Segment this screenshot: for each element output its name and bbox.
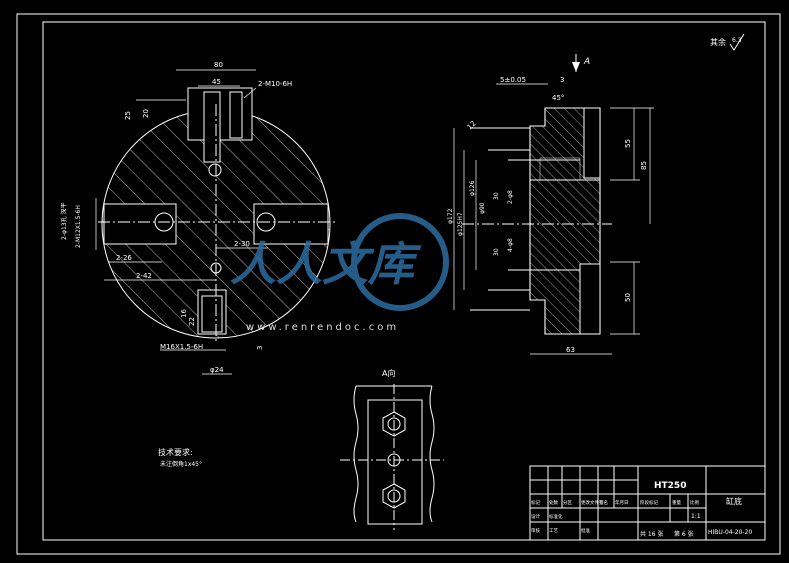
sheet-no-text: 第 6 张 bbox=[674, 530, 694, 538]
sheet-total-text: 共 16 张 bbox=[640, 530, 663, 538]
title-cell: 批准 bbox=[581, 527, 590, 534]
outer-border bbox=[16, 13, 781, 555]
dim-45deg: 45° bbox=[552, 94, 564, 102]
dim-45: 45 bbox=[212, 78, 221, 86]
title-cell: 标记 bbox=[531, 499, 540, 506]
material-text: HT250 bbox=[654, 481, 686, 491]
watermark-text: 人人文库 bbox=[230, 237, 422, 291]
title-block: HT250 缸底 HIBU-04-20-20 1:1 共 16 张 第 6 张 … bbox=[529, 465, 766, 541]
dim-phi-b: φ125H7 bbox=[457, 212, 464, 236]
title-cell: 签名 bbox=[599, 499, 608, 506]
dim-12: 12 bbox=[466, 119, 478, 131]
watermark: 人人文库 www.renrendoc.com bbox=[230, 213, 449, 333]
right-view: 55 85 50 63 5±0.05 3 12 45° φ172 φ125H7 … bbox=[447, 54, 654, 355]
dim-top-offset: 5±0.05 bbox=[500, 76, 526, 84]
scale-text: 1:1 bbox=[691, 513, 701, 520]
tech-req-title: 技术要求: bbox=[158, 447, 193, 457]
title-cell: 处数 bbox=[549, 499, 558, 506]
dim-22: 22 bbox=[188, 317, 196, 326]
dim-bottom-thread: M16X1.5-6H bbox=[160, 343, 203, 351]
dim-30b: 30 bbox=[493, 248, 500, 256]
part-name-text: 缸底 bbox=[726, 496, 742, 506]
dim-phi-a: φ172 bbox=[447, 208, 454, 224]
roughness-icon bbox=[729, 33, 745, 51]
roughness-note: 其余 bbox=[710, 37, 726, 47]
dim-phi-c: φ90 bbox=[479, 202, 486, 214]
dim-phi-d: φ126 bbox=[469, 180, 476, 196]
dim-4-phi8: 4-φ8 bbox=[507, 238, 514, 252]
dim-63: 63 bbox=[566, 346, 575, 354]
dim-2-26: 2-26 bbox=[116, 254, 132, 262]
title-cell: 标准化 bbox=[549, 513, 563, 520]
title-cell: 年月日 bbox=[615, 499, 629, 506]
dim-3-right: 3 bbox=[560, 76, 564, 84]
title-cell: 阶段标记 bbox=[640, 499, 658, 506]
dim-85: 85 bbox=[640, 161, 648, 170]
dim-50: 50 bbox=[624, 293, 632, 302]
title-cell: 重量 bbox=[672, 499, 681, 506]
title-cell: 审核 bbox=[531, 527, 540, 534]
drawing-no-text: HIBU-04-20-20 bbox=[708, 529, 752, 536]
dim-2-42: 2-42 bbox=[136, 272, 152, 280]
dim-phi24: φ24 bbox=[210, 366, 224, 374]
left-view: 80 45 2-M10-6H 25 20 2-φ13孔 深平 2-M12X1.5… bbox=[60, 61, 336, 375]
dim-20: 20 bbox=[142, 109, 150, 118]
watermark-url: www.renrendoc.com bbox=[246, 322, 399, 333]
title-cell: 比例 bbox=[690, 499, 699, 506]
dim-16: 16 bbox=[180, 309, 188, 318]
dim-25: 25 bbox=[124, 111, 132, 120]
section-label-a: A bbox=[583, 57, 590, 67]
roughness-value: 6.3 bbox=[732, 37, 742, 44]
title-cell: 更改文件号 bbox=[581, 499, 604, 506]
title-cell: 设计 bbox=[531, 513, 540, 520]
dim-top-80: 80 bbox=[214, 61, 223, 69]
dim-3: 3 bbox=[256, 346, 264, 350]
title-block-cells: 标记 处数分区 更改文件号签名年月日设计 标准化 阶段标记 重量 比例审核 工艺 批准 bbox=[531, 499, 699, 534]
dim-55: 55 bbox=[624, 139, 632, 148]
title-cell: 分区 bbox=[563, 499, 572, 506]
dim-left-group: 2-φ13孔 深平 bbox=[60, 203, 68, 240]
dim-2-30: 2-30 bbox=[234, 240, 250, 248]
dim-2-phi8: 2-φ8 bbox=[507, 190, 514, 204]
a-view: A向 bbox=[340, 368, 444, 530]
view-label: A向 bbox=[382, 368, 395, 378]
dim-tap-top: 2-M10-6H bbox=[258, 80, 292, 88]
title-cell: 工艺 bbox=[549, 528, 558, 534]
tech-req-text: 未注倒角1x45° bbox=[160, 460, 202, 468]
dim-left-thread: 2-M12X1.5-6H bbox=[75, 205, 82, 248]
dim-30a: 30 bbox=[493, 192, 500, 200]
inner-border bbox=[42, 21, 766, 541]
